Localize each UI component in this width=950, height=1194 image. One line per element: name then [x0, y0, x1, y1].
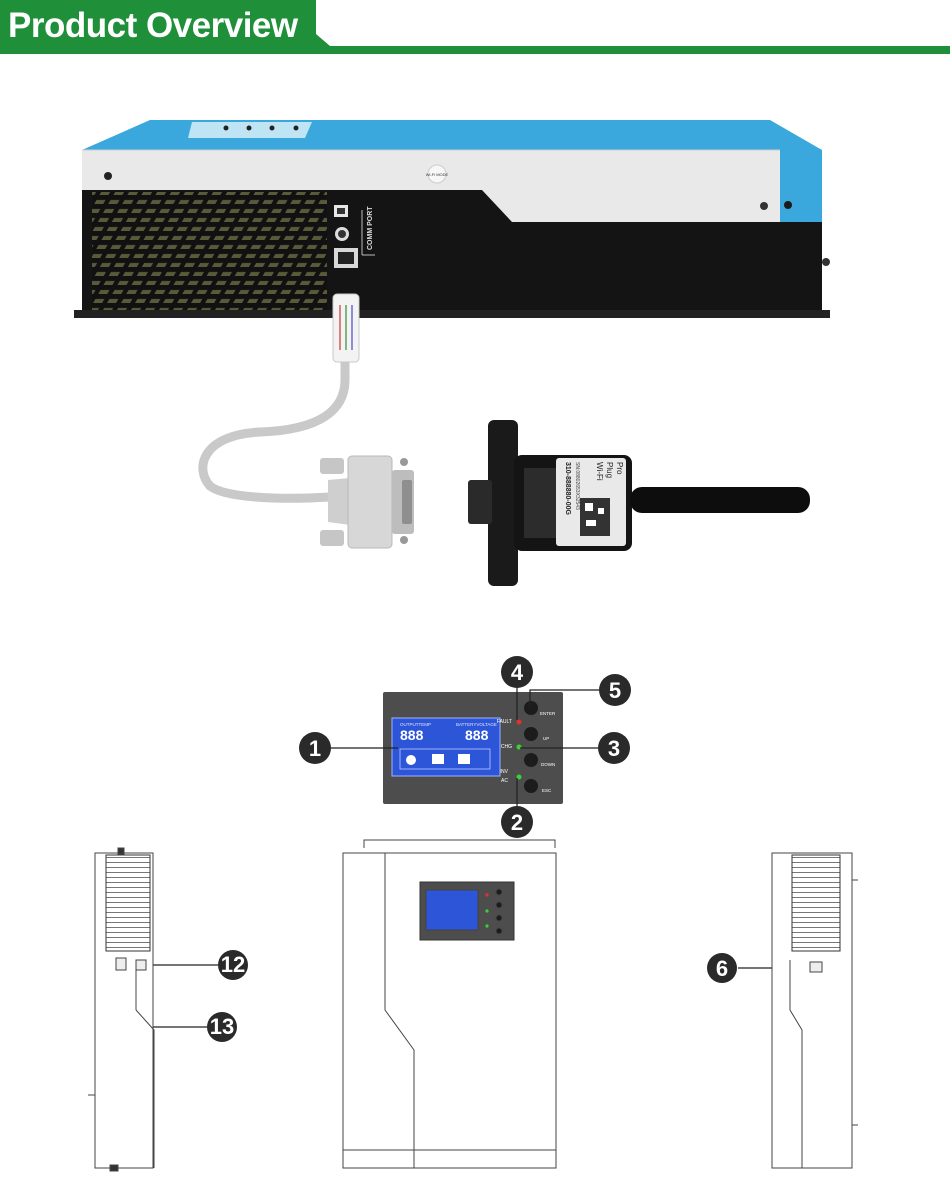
button-label-down: DOWN: [541, 762, 555, 767]
led-label-ac: AC: [501, 778, 508, 784]
module-sn: SN:08802653X32543: [574, 462, 580, 510]
svg-text:5: 5: [609, 678, 621, 703]
button-label-up: UP: [543, 736, 549, 741]
rj45-cable: [198, 293, 360, 503]
svg-text:1: 1: [309, 736, 321, 761]
lcd-top-right-label: BATTERYVOLTAGE: [456, 722, 497, 727]
module-serial: 310-888880-00G: [564, 462, 571, 515]
callout-6: 6: [707, 953, 737, 983]
led-label-fault: FAULT: [497, 719, 512, 725]
side-view-right: [771, 852, 858, 1169]
db9-connector: [320, 455, 414, 549]
callout-12: 12: [218, 950, 248, 980]
down-button[interactable]: [524, 753, 538, 767]
front-view: [342, 839, 557, 1169]
svg-text:6: 6: [716, 956, 728, 981]
module-label-line-3: Pro: [615, 462, 624, 475]
lcd-digits-right: 888: [465, 727, 489, 743]
callout-5: 5: [599, 674, 631, 706]
led-label-chg: CHG: [501, 744, 512, 750]
wifi-mode-sticker: Wi-Fi MODE: [426, 172, 449, 177]
button-label-enter: ENTER: [540, 711, 556, 716]
callout-2: 2: [501, 806, 533, 838]
svg-text:12: 12: [221, 952, 245, 977]
comm-port-label: COMM PORT: [367, 206, 374, 250]
fault-led: [516, 719, 522, 725]
svg-text:4: 4: [511, 660, 524, 685]
page-title: Product Overview: [8, 6, 298, 45]
up-button[interactable]: [524, 727, 538, 741]
inverter-unit: Wi-Fi MODE COMM PORT: [74, 120, 830, 318]
header-banner: Product Overview: [0, 0, 950, 56]
lcd-top-left-label: OUTPUTTEMP: [400, 722, 431, 727]
callout-4: 4: [501, 656, 533, 688]
chg-led: [516, 744, 522, 750]
header-shape: [0, 0, 950, 54]
wifi-plug-module: Wi-Fi Plug Pro 310-888880-00G SN:0880265…: [468, 420, 810, 586]
enter-button[interactable]: [524, 701, 538, 715]
side-view-left: [88, 847, 155, 1172]
callout-3: 3: [598, 732, 630, 764]
svg-text:13: 13: [210, 1014, 234, 1039]
button-label-esc: ESC: [542, 788, 552, 793]
lcd-digits: 888: [400, 727, 424, 743]
svg-text:3: 3: [608, 736, 620, 761]
module-label-line-2: Plug: [605, 462, 614, 478]
module-label-line-1: Wi-Fi: [595, 462, 604, 481]
control-panel: OUTPUTTEMP BATTERYVOLTAGE 888 888 FAULT …: [383, 692, 563, 804]
svg-text:2: 2: [511, 810, 523, 835]
callout-13: 13: [207, 1012, 237, 1042]
callout-1: 1: [299, 732, 331, 764]
ac-led: [516, 774, 522, 780]
esc-button[interactable]: [524, 779, 538, 793]
led-label-inv: INV: [500, 769, 509, 775]
